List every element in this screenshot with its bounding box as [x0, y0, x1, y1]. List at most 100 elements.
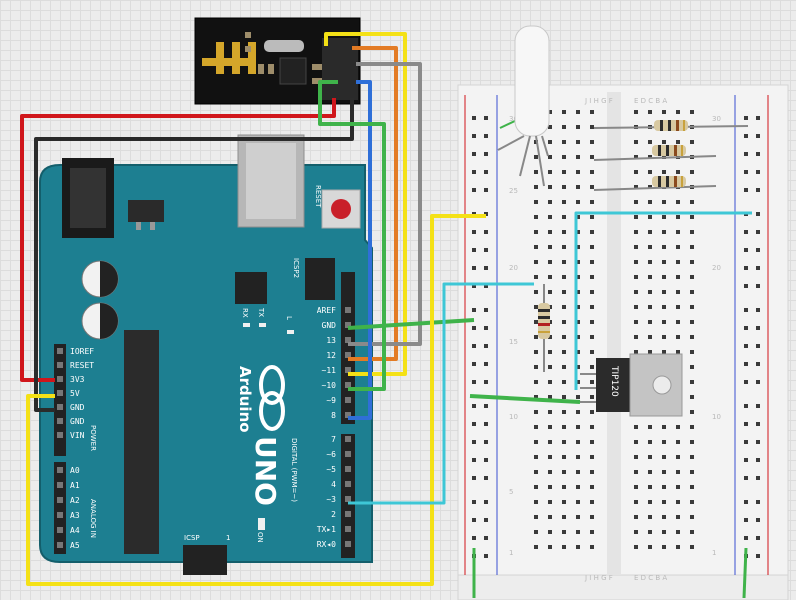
breadboard-hole	[648, 290, 652, 294]
rail-hole	[472, 404, 476, 408]
rail-hole	[744, 458, 748, 462]
breadboard-hole	[676, 200, 680, 204]
breadboard-hole	[576, 515, 580, 519]
breadboard-hole	[590, 230, 594, 234]
digital-pin	[345, 412, 351, 418]
power-pin	[57, 418, 63, 424]
breadboard-hole	[534, 365, 538, 369]
rail-hole	[756, 134, 760, 138]
breadboard-hole	[662, 275, 666, 279]
rail-hole	[744, 116, 748, 120]
rail-hole	[744, 476, 748, 480]
rail-hole	[744, 170, 748, 174]
digital-pin	[345, 397, 351, 403]
breadboard-hole	[562, 260, 566, 264]
power-pin-label-2: 3V3	[70, 375, 85, 384]
breadboard-hole	[576, 350, 580, 354]
breadboard-hole	[590, 110, 594, 114]
rail-hole	[484, 380, 488, 384]
breadboard-hole	[634, 305, 638, 309]
breadboard-hole	[562, 110, 566, 114]
rail-hole	[472, 248, 476, 252]
rail-hole	[744, 500, 748, 504]
rail-hole	[484, 440, 488, 444]
breadboard-hole	[562, 125, 566, 129]
digital-pin	[345, 481, 351, 487]
icsp-header	[183, 545, 227, 575]
breadboard-hole	[576, 380, 580, 384]
breadboard-hole	[548, 485, 552, 489]
breadboard-hole	[634, 200, 638, 204]
wire-green-emitter	[469, 394, 581, 404]
breadboard-hole	[590, 320, 594, 324]
breadboard-hole	[576, 260, 580, 264]
rail-hole	[484, 422, 488, 426]
breadboard-hole	[676, 425, 680, 429]
breadboard-hole	[634, 545, 638, 549]
breadboard-hole	[690, 260, 694, 264]
breadboard-hole	[562, 215, 566, 219]
power-header	[54, 344, 66, 456]
breadboard-hole	[662, 470, 666, 474]
rail-hole	[756, 362, 760, 366]
breadboard-hole	[548, 515, 552, 519]
digital-pin	[345, 382, 351, 388]
breadboard-hole	[534, 215, 538, 219]
breadboard-hole	[690, 380, 694, 384]
breadboard-hole	[548, 230, 552, 234]
breadboard-hole	[534, 425, 538, 429]
digital-pin-label-top-3: 12	[326, 351, 336, 360]
breadboard-hole	[548, 470, 552, 474]
breadboard-hole	[648, 425, 652, 429]
analog-header	[54, 462, 66, 554]
row-number-20: 20	[509, 264, 518, 272]
breadboard-hole	[548, 260, 552, 264]
breadboard-hole	[634, 110, 638, 114]
breadboard-hole	[548, 425, 552, 429]
rx-led	[243, 323, 250, 327]
breadboard-hole	[548, 350, 552, 354]
tx-label: TX	[257, 307, 265, 317]
digital-pin	[345, 367, 351, 373]
icsp-pin-one-label: 1	[226, 534, 230, 542]
rail-hole	[756, 152, 760, 156]
breadboard-hole	[576, 485, 580, 489]
breadboard-hole	[548, 290, 552, 294]
breadboard-hole	[548, 410, 552, 414]
rail-hole	[472, 116, 476, 120]
l-led	[287, 330, 294, 334]
breadboard-hole	[576, 155, 580, 159]
breadboard-hole	[690, 440, 694, 444]
breadboard-hole	[534, 500, 538, 504]
breadboard-hole	[562, 515, 566, 519]
reset-button-cap[interactable]	[331, 199, 351, 219]
rail-hole	[756, 170, 760, 174]
resistor-3	[593, 176, 717, 191]
digital-pin	[345, 451, 351, 457]
row-number-5: 5	[509, 488, 513, 496]
breadboard-hole	[590, 470, 594, 474]
breadboard-hole	[634, 230, 638, 234]
breadboard-hole	[590, 440, 594, 444]
breadboard-hole	[548, 440, 552, 444]
rail-hole	[472, 536, 476, 540]
tip120-transistor: TIP120	[580, 353, 683, 417]
arduino-brand: Arduino	[236, 366, 254, 433]
breadboard-hole	[648, 470, 652, 474]
breadboard-hole	[562, 305, 566, 309]
digital-pin	[345, 352, 351, 358]
rail-hole	[484, 344, 488, 348]
breadboard-hole	[590, 275, 594, 279]
pin-labels: IOREFRESET3V35VGNDGNDVINA0A1A2A3A4A5AREF…	[57, 306, 351, 550]
breadboard-hole	[562, 275, 566, 279]
analog-pin-label-1: A1	[70, 481, 80, 490]
breadboard-hole	[662, 260, 666, 264]
resistor-1	[593, 120, 749, 131]
breadboard-hole	[690, 335, 694, 339]
arduino-logo	[259, 365, 285, 431]
rail-hole	[756, 380, 760, 384]
rail-hole	[484, 476, 488, 480]
rail-hole	[756, 326, 760, 330]
rail-hole	[744, 536, 748, 540]
